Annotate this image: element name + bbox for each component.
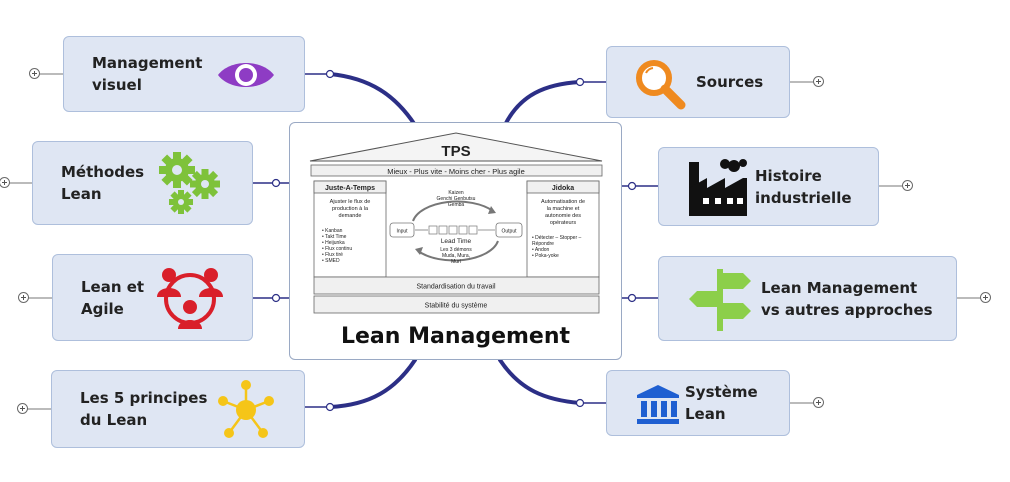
factory-icon: [689, 159, 747, 216]
branch-systeme-lean: [498, 358, 582, 405]
branch-management-visuel: [328, 72, 417, 127]
svg-text:• Poka-yoke: • Poka-yoke: [532, 253, 559, 259]
expand-systeme-lean[interactable]: [813, 397, 824, 408]
topic-label: Management visuel: [92, 54, 203, 94]
svg-text:opérateurs: opérateurs: [550, 220, 577, 226]
topic-label: Les 5 principes du Lean: [80, 389, 208, 429]
tps-left-pillar: [313, 180, 387, 278]
svg-text:Lead Time: Lead Time: [441, 238, 472, 245]
svg-text:Input: Input: [396, 229, 408, 235]
svg-text:Répondre: Répondre: [532, 241, 554, 247]
svg-text:• Flux continu: • Flux continu: [322, 246, 352, 252]
tps-base-standardisation: [313, 276, 600, 295]
topic-label: Histoire industrielle: [755, 166, 852, 207]
tps-house-diagram: TPS Mieux - Plus vite - Moins cher - Plu…: [309, 132, 603, 314]
tps-input-box: [389, 222, 415, 238]
topic-label: Lean Management vs autres approches: [761, 278, 933, 319]
tps-right-pillar: [526, 180, 600, 278]
svg-text:Muda, Mura,: Muda, Mura,: [442, 253, 470, 259]
topic-systeme-lean[interactable]: Système Lean: [606, 370, 790, 436]
team-icon: [157, 268, 223, 329]
svg-text:demande: demande: [339, 213, 362, 219]
topic-sources[interactable]: Sources: [606, 46, 790, 118]
eye-icon: [218, 63, 274, 87]
expand-methodes-lean[interactable]: [0, 177, 10, 188]
topic-label: Lean et Agile: [81, 277, 145, 318]
svg-text:• Heijunka: • Heijunka: [322, 240, 345, 246]
svg-text:Automatisation de: Automatisation de: [541, 199, 585, 205]
svg-text:Gemba: Gemba: [448, 202, 465, 208]
svg-text:Les 3 démons: Les 3 démons: [440, 247, 472, 253]
central-title: Lean Management: [340, 324, 571, 349]
svg-text:Kaizen: Kaizen: [448, 190, 464, 196]
tps-roof-title: TPS: [441, 143, 470, 160]
expand-cinq-principes[interactable]: [17, 403, 28, 414]
topic-lean-vs[interactable]: Lean Management vs autres approches: [658, 256, 957, 341]
topic-label: Sources: [696, 73, 764, 91]
svg-text:Standardisation du travail: Standardisation du travail: [417, 284, 496, 291]
svg-text:Muri: Muri: [451, 259, 461, 265]
expand-lean-vs[interactable]: [980, 292, 991, 303]
branch-sources: [503, 80, 582, 127]
svg-text:Ajuster le flux de: Ajuster le flux de: [330, 199, 371, 205]
expand-lean-agile[interactable]: [18, 292, 29, 303]
svg-text:la machine et: la machine et: [547, 206, 580, 212]
expand-histoire[interactable]: [902, 180, 913, 191]
svg-text:• Flux tiré: • Flux tiré: [322, 252, 343, 258]
svg-text:production à la: production à la: [332, 206, 369, 212]
svg-text:autonomie des: autonomie des: [545, 213, 581, 219]
bank-icon: [637, 385, 679, 424]
signpost-icon: [689, 269, 751, 331]
topic-cinq-principes[interactable]: Les 5 principes du Lean: [51, 370, 305, 448]
topic-management-visuel[interactable]: Management visuel: [63, 36, 305, 112]
gears-icon: [159, 152, 220, 214]
svg-text:• Détecter – Stopper –: • Détecter – Stopper –: [532, 235, 581, 241]
svg-text:Genchi Genbutsu: Genchi Genbutsu: [437, 196, 476, 202]
tps-beam: [310, 164, 603, 177]
svg-text:• Andon: • Andon: [532, 247, 550, 253]
expand-sources[interactable]: [813, 76, 824, 87]
svg-text:Jidoka: Jidoka: [552, 185, 574, 192]
tps-roof: [309, 132, 603, 162]
tps-output-box: [495, 222, 523, 238]
svg-text:Output: Output: [501, 229, 517, 235]
magnifier-icon: [636, 60, 686, 110]
tps-base-stabilite: [313, 295, 600, 314]
topic-histoire[interactable]: Histoire industrielle: [658, 147, 879, 226]
svg-text:• SMED: • SMED: [322, 258, 340, 264]
network-icon: [218, 380, 274, 438]
expand-management-visuel[interactable]: [29, 68, 40, 79]
topic-label: Méthodes Lean: [61, 163, 145, 203]
svg-text:Juste-A-Temps: Juste-A-Temps: [325, 185, 375, 192]
branch-cinq-principes: [328, 358, 417, 409]
svg-text:• Kanban: • Kanban: [322, 228, 343, 234]
svg-text:Mieux - Plus vite - Moins cher: Mieux - Plus vite - Moins cher - Plus ag…: [387, 167, 525, 176]
topic-methodes-lean[interactable]: Méthodes Lean: [32, 141, 253, 225]
central-topic[interactable]: TPS Mieux - Plus vite - Moins cher - Plu…: [289, 122, 622, 360]
svg-text:Stabilité du système: Stabilité du système: [425, 303, 488, 310]
svg-text:• Takt Time: • Takt Time: [322, 234, 347, 240]
topic-label: Système Lean: [685, 383, 758, 423]
topic-lean-agile[interactable]: Lean et Agile: [52, 254, 253, 341]
